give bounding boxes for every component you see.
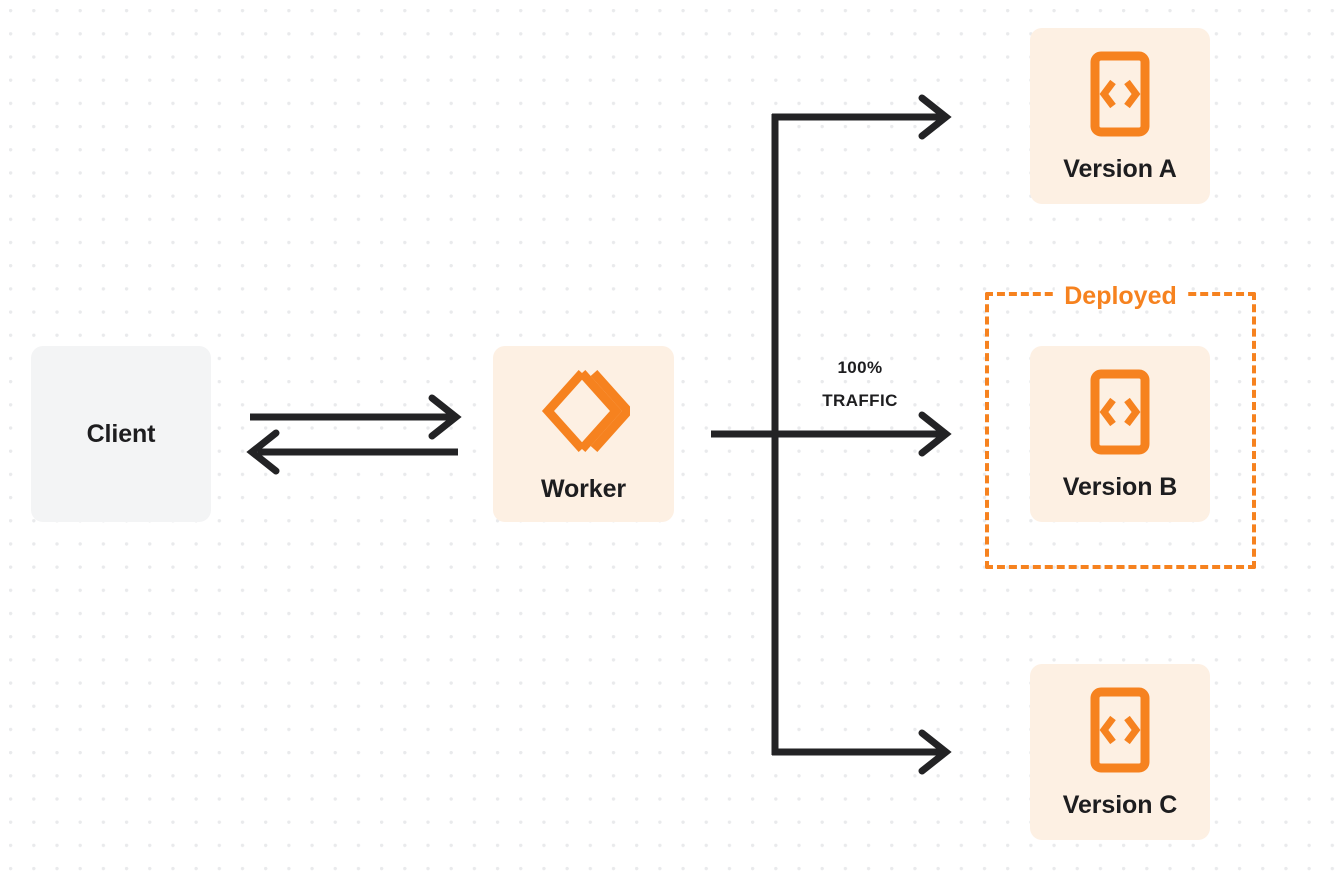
version-a-label: Version A	[1063, 154, 1177, 183]
arrow-worker-to-version-c	[772, 729, 952, 775]
node-version-b[interactable]: Version B	[1030, 346, 1210, 522]
deployed-group: Deployed	[985, 282, 1256, 569]
node-version-a[interactable]: Version A	[1030, 28, 1210, 204]
traffic-percent: 100%	[837, 358, 883, 377]
code-file-icon	[1090, 687, 1150, 773]
node-worker[interactable]: Worker	[493, 346, 674, 522]
arrow-client-to-worker	[250, 394, 462, 440]
version-c-label: Version C	[1062, 790, 1178, 819]
client-label: Client	[86, 419, 156, 448]
version-b-label: Version B	[1062, 472, 1178, 501]
traffic-caption: TRAFFIC	[822, 391, 898, 410]
traffic-annotation: 100% TRAFFIC	[790, 351, 930, 417]
worker-label: Worker	[540, 474, 627, 503]
cloudflare-workers-logo-icon	[538, 367, 630, 455]
deployed-group-label: Deployed	[1054, 282, 1187, 310]
node-version-c[interactable]: Version C	[1030, 664, 1210, 840]
code-file-icon	[1090, 51, 1150, 137]
node-client[interactable]: Client	[31, 346, 211, 522]
arrow-worker-to-version-a	[772, 94, 952, 140]
code-file-icon	[1090, 369, 1150, 455]
arrow-worker-to-version-b	[711, 411, 952, 457]
arrow-worker-to-client	[246, 429, 458, 475]
